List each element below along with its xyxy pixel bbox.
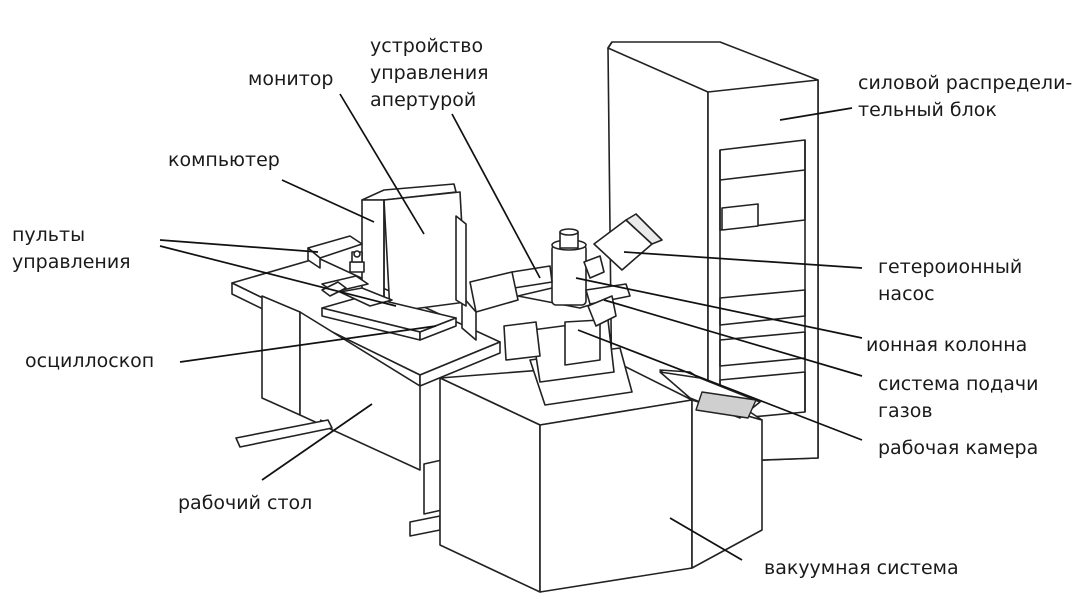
leader-computer: [281, 179, 375, 223]
label-aperture-line-2: управления: [370, 62, 489, 84]
computer-unit: [361, 183, 467, 313]
label-gas-line-2: газов: [878, 400, 933, 422]
label-aperture-line-3: апертурой: [370, 89, 477, 111]
leader-power: [779, 107, 853, 121]
ion-pump: [583, 213, 663, 279]
side-drawer: [659, 371, 761, 419]
label-consoles-line-1: пульты: [12, 224, 86, 246]
leader-monitor: [339, 93, 425, 235]
label-chamber: рабочая камера: [878, 437, 1039, 459]
working-chamber: [503, 228, 633, 406]
label-power-line-2: тельный блок: [858, 99, 997, 121]
label-consoles: пульты управления: [12, 222, 131, 276]
label-aperture-line-1: устройство: [370, 35, 484, 57]
label-oscilloscope: осциллоскоп: [25, 350, 155, 372]
label-consoles-line-2: управления: [12, 251, 131, 273]
leader-console-2: [159, 245, 397, 307]
label-ion-column: ионная колонна: [866, 334, 1028, 356]
leader-vacuum: [669, 517, 743, 561]
leader-desk: [261, 403, 373, 481]
label-pump-line-2: насос: [878, 283, 935, 305]
label-vacuum: вакуумная система: [764, 557, 959, 579]
label-gas-line-1: система подачи: [878, 373, 1039, 395]
label-computer: компьютер: [168, 149, 280, 171]
leader-aperture: [451, 113, 541, 279]
label-power-line-1: силовой распредели-: [858, 72, 1073, 94]
label-ion-pump: гетероионный насос: [878, 254, 1022, 308]
console-box: [461, 271, 519, 341]
label-aperture-control: устройство управления апертурой: [370, 33, 489, 114]
leader-pump: [623, 251, 863, 269]
leader-oscilloscope: [179, 325, 437, 363]
label-power-unit: силовой распредели- тельный блок: [858, 70, 1072, 124]
label-desk: рабочий стол: [178, 492, 313, 514]
leader-lines: [159, 93, 863, 561]
leader-chamber: [577, 329, 863, 441]
label-gas-system: система подачи газов: [878, 371, 1038, 425]
control-consoles: [307, 235, 369, 297]
label-monitor: монитор: [248, 68, 334, 90]
leader-console-1: [159, 239, 319, 253]
leader-gas: [603, 299, 863, 377]
leader-column: [575, 277, 863, 339]
label-pump-line-1: гетероионный: [878, 256, 1023, 278]
